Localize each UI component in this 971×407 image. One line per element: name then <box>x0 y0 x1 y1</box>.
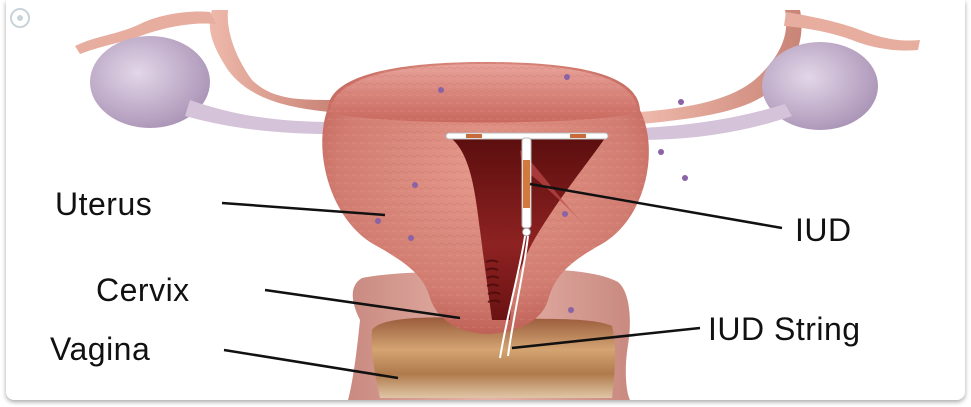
label-cervix: Cervix <box>96 274 190 306</box>
label-vagina: Vagina <box>50 333 150 365</box>
left-fallopian-tube <box>210 10 332 112</box>
label-iud-string: IUD String <box>708 313 861 345</box>
label-iud: IUD <box>795 214 852 246</box>
label-uterus: Uterus <box>55 188 152 220</box>
